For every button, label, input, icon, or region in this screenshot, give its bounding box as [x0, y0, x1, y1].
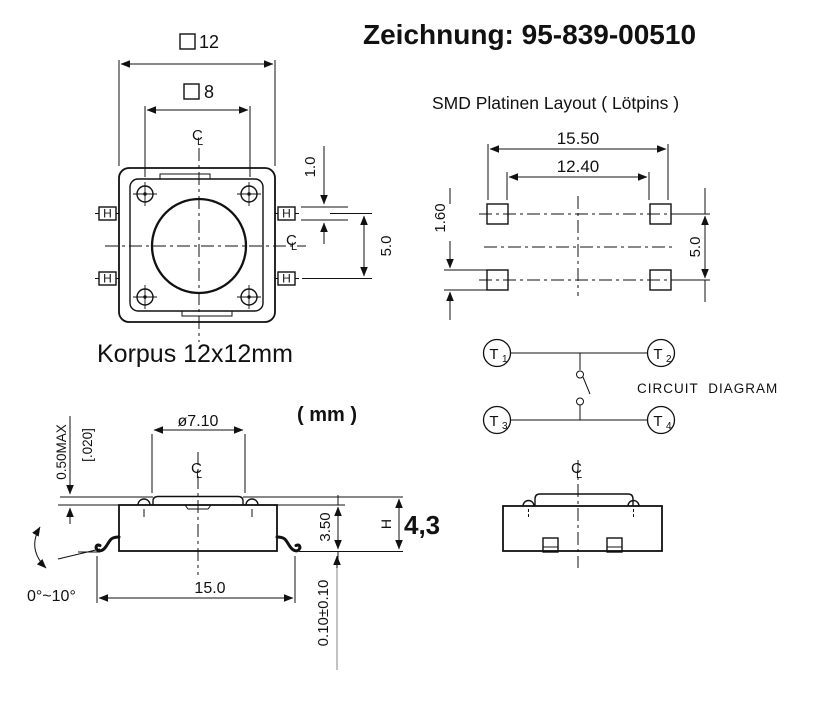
- svg-text:2: 2: [666, 354, 672, 365]
- cover-top-notch: [159, 173, 211, 179]
- svg-text:H: H: [378, 519, 394, 529]
- terminal-t2: T 2: [646, 338, 676, 368]
- switch-contact-top: [576, 370, 584, 379]
- corner-rivets: [133, 182, 261, 309]
- svg-text:[.020]: [.020]: [80, 428, 95, 462]
- solder-pads: [486, 203, 672, 291]
- right-side-view: C L: [502, 460, 663, 568]
- units-note: ( mm ): [297, 404, 357, 426]
- side-view: ( mm ) C L ø7.10 0.50MAX: [27, 404, 440, 670]
- dim-pad-outer-span: 15.50: [487, 129, 669, 200]
- dim-flange-max: 0.50MAX [.020]: [54, 416, 95, 524]
- svg-text:15.0: 15.0: [194, 580, 225, 597]
- svg-text:C: C: [286, 232, 297, 249]
- svg-text:8: 8: [204, 82, 214, 102]
- pad-bottom-left: [486, 269, 509, 291]
- switch-lever: [582, 376, 591, 395]
- svg-text:C: C: [192, 127, 203, 144]
- drawing-title: Zeichnung: 95-839-00510: [363, 19, 696, 50]
- body-outline-side: [502, 505, 663, 552]
- svg-text:1: 1: [502, 354, 508, 365]
- dim-pad-inner-span: 12.40: [506, 157, 650, 200]
- centerline-symbol: C L: [571, 460, 582, 481]
- svg-text:3.50: 3.50: [317, 512, 334, 541]
- svg-text:1.60: 1.60: [432, 203, 449, 232]
- dim-button-diameter: ø7.10: [151, 413, 246, 493]
- cover-tabs-side: [522, 499, 640, 507]
- bottom-feet: [542, 537, 623, 553]
- svg-text:5.0: 5.0: [378, 236, 395, 257]
- dim-pin-pitch: 5.0: [302, 213, 395, 279]
- right-lead: [275, 535, 302, 553]
- top-view-caption: Korpus 12x12mm: [97, 340, 293, 368]
- round-button: [150, 197, 248, 295]
- svg-text:C: C: [191, 460, 202, 477]
- cover-tab-stubs: [143, 509, 253, 517]
- smd-heading: SMD Platinen Layout ( Lötpins ): [432, 93, 679, 113]
- body-top-notch: [184, 504, 212, 510]
- button-cap: [152, 495, 244, 505]
- svg-text:12.40: 12.40: [557, 157, 600, 176]
- svg-text:L: L: [576, 469, 582, 481]
- svg-text:ø7.10: ø7.10: [178, 413, 219, 430]
- dim-inner-square: 8: [144, 82, 251, 177]
- cover-tabs: [137, 498, 259, 506]
- terminal-t4: T 4: [646, 405, 676, 435]
- svg-text:L: L: [197, 136, 203, 148]
- svg-text:T: T: [653, 413, 662, 430]
- switch-body-outline: [118, 167, 276, 323]
- pin-mark: H: [282, 207, 291, 221]
- pin-mark: H: [103, 272, 112, 286]
- total-height-value: 4,3: [404, 510, 440, 540]
- cover-bottom-notch: [181, 311, 233, 317]
- button-cap-side: [534, 493, 634, 506]
- pin-mark: H: [103, 207, 112, 221]
- square-symbol: [179, 33, 196, 50]
- svg-text:T: T: [489, 413, 498, 430]
- circuit-diagram: T 1 T 2 T 3 T 4 CIRCUIT DIAGRAM: [482, 338, 778, 435]
- square-symbol: [183, 83, 200, 100]
- svg-text:15.50: 15.50: [557, 129, 600, 148]
- svg-text:L: L: [196, 469, 202, 481]
- pad-top-right: [649, 203, 672, 225]
- svg-text:0.10±0.10: 0.10±0.10: [315, 580, 332, 647]
- svg-text:T: T: [489, 346, 498, 363]
- centerline-symbol: C L: [286, 232, 297, 253]
- svg-text:3: 3: [502, 421, 508, 432]
- top-view: H H H H 12 8 C L C L: [95, 32, 395, 368]
- svg-text:4: 4: [666, 421, 672, 432]
- svg-text:1.0: 1.0: [302, 157, 319, 178]
- dim-row-pitch: 5.0: [677, 188, 710, 302]
- svg-text:L: L: [291, 241, 297, 253]
- svg-text:0°~10°: 0°~10°: [27, 588, 76, 605]
- switch-contact-bottom: [576, 397, 584, 406]
- tab-stubs-side: [528, 509, 634, 518]
- dim-lead-standoff: 0.10±0.10: [315, 555, 341, 670]
- dim-lead-angle: 0°~10°: [27, 526, 101, 605]
- terminal-t1: T 1: [482, 338, 512, 368]
- terminal-t3: T 3: [482, 405, 512, 435]
- pad-bottom-right: [649, 269, 672, 291]
- svg-text:C: C: [571, 460, 582, 477]
- dim-pin-thickness: 1.0: [301, 146, 348, 244]
- svg-text:T: T: [653, 346, 662, 363]
- svg-text:5.0: 5.0: [687, 237, 704, 258]
- dim-body-width: 15.0: [96, 556, 296, 603]
- dim-total-height: H 4,3: [378, 498, 440, 550]
- switch-cover-outline: [129, 178, 264, 312]
- left-lead: [94, 535, 121, 553]
- pins: H H H H: [95, 206, 299, 286]
- body-outline: [118, 504, 278, 552]
- dim-outer-square: 12: [118, 32, 276, 166]
- dim-pad-height: 1.60: [432, 188, 487, 320]
- svg-text:12: 12: [199, 32, 219, 52]
- circuit-diagram-label: CIRCUIT DIAGRAM: [637, 381, 778, 396]
- smd-layout: SMD Platinen Layout ( Lötpins ) 15.50 12…: [432, 93, 710, 320]
- svg-text:0.50MAX: 0.50MAX: [54, 424, 69, 480]
- centerline-symbol: C L: [191, 460, 202, 481]
- centerline-symbol: C L: [192, 127, 203, 148]
- pad-top-left: [486, 203, 509, 225]
- pin-mark: H: [282, 272, 291, 286]
